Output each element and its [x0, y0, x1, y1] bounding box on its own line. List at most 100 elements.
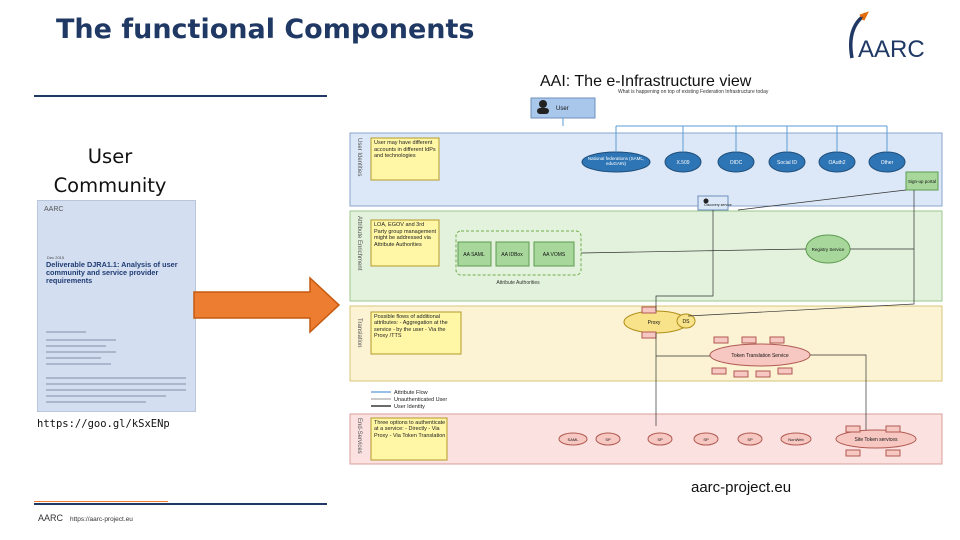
svg-text:SAML: SAML — [568, 437, 580, 442]
site-link[interactable]: aarc-project.eu — [691, 479, 792, 496]
slide-title: The functional Components — [56, 14, 475, 45]
aa-label: Attribute Authorities — [496, 280, 540, 286]
svg-text:Sign-up portal: Sign-up portal — [908, 179, 936, 184]
sts-tag — [845, 449, 861, 457]
sts-tag — [885, 425, 901, 433]
end-service-saml: SAML — [558, 432, 588, 446]
svg-text:SP: SP — [747, 437, 753, 442]
flow-lines — [580, 189, 915, 436]
svg-text:OIDC: OIDC — [730, 160, 743, 166]
identity-source-oidc: OIDC — [717, 151, 755, 173]
doc-text-line — [46, 357, 101, 359]
doc-text-line — [46, 339, 116, 341]
aarc-logo: AARC — [849, 11, 925, 63]
end-service-sp-2: SP — [647, 432, 673, 446]
doc-text-line — [46, 331, 86, 333]
end-service-nonweb: NonWeb — [780, 432, 812, 446]
token-translation-service: Token Translation Service — [709, 343, 811, 367]
user-icon-body — [537, 108, 549, 114]
identity-source-other: Other — [868, 151, 906, 173]
svg-text:OAuth2: OAuth2 — [829, 160, 846, 166]
svg-text:Social ID: Social ID — [777, 160, 797, 166]
e-infrastructure-diagram: AAI: The e-Infrastructure view What is h… — [349, 73, 943, 465]
doc-text-line — [46, 401, 146, 403]
signup-portal: Sign-up portal — [905, 171, 939, 191]
doc-text-line — [46, 351, 116, 353]
svg-text:DS: DS — [683, 319, 691, 325]
note-endservices-text: Three options to authenticate at a servi… — [374, 420, 446, 439]
note-translation — [370, 311, 462, 355]
identity-source-social: Social ID — [768, 151, 806, 173]
layer-label-enrichment: Attribute Enrichment — [356, 216, 362, 271]
svg-text:Registry Service: Registry Service — [812, 247, 845, 252]
diagram-subtitle: What is happening on top of existing Fed… — [618, 89, 769, 95]
svg-text:X.509: X.509 — [676, 160, 689, 166]
proxy-tag-bottom — [641, 331, 657, 339]
svg-text:SP: SP — [657, 437, 663, 442]
layer-label-translation: Translation — [356, 318, 362, 347]
footer-url[interactable]: https://aarc-project.eu — [70, 516, 133, 523]
proxy-tag-top — [641, 306, 657, 314]
legend: Attribute Flow Unauthenticated User User… — [371, 390, 447, 410]
svg-text:Token Translation Service: Token Translation Service — [731, 353, 788, 359]
doc-text-line — [46, 395, 166, 397]
note-identities — [370, 137, 440, 181]
doc-date: Dec 2015 — [47, 255, 65, 260]
sts-tag — [885, 449, 901, 457]
end-service-sp-3: SP — [693, 432, 719, 446]
short-link[interactable]: https://goo.gl/kSxENp — [37, 418, 170, 430]
end-service-sp-1: SP — [595, 432, 621, 446]
note-translation-text: Possible flows of additional attributes:… — [374, 314, 448, 339]
svg-text:NonWeb: NonWeb — [788, 437, 804, 442]
deliverable-document-thumbnail[interactable]: AARC Dec 2015 Deliverable DJRA1.1: Analy… — [37, 200, 196, 412]
svg-text:Other: Other — [881, 160, 894, 166]
svg-text:Attribute Flow: Attribute Flow — [394, 390, 428, 396]
aa-voms: AA VOMS — [533, 241, 575, 267]
registry-service: Registry Service — [805, 234, 851, 264]
identity-source-x509: X.509 — [664, 151, 702, 173]
svg-text:Site Token services: Site Token services — [855, 437, 898, 443]
doc-text-line — [46, 389, 186, 391]
tts-tag — [711, 367, 727, 375]
note-enrichment-text: LOA, EGOV and 3rd Party group management… — [374, 222, 437, 248]
svg-text:AA VOMS: AA VOMS — [543, 252, 566, 258]
site-token-services: Site Token services — [835, 429, 917, 449]
doc-text-line — [46, 383, 186, 385]
discovery-service: Discovery service — [697, 195, 732, 211]
user-label: User — [556, 106, 569, 112]
layer-label-endservices: End-Services — [356, 418, 362, 454]
layer-label-identities: User Identities — [356, 138, 362, 176]
title-underline — [34, 95, 327, 97]
tts-tag — [741, 336, 757, 344]
arrow-user-to-sources — [562, 118, 888, 152]
end-service-sp-4: SP — [737, 432, 763, 446]
svg-text:SP: SP — [605, 437, 611, 442]
ds-node: DS — [676, 313, 696, 329]
tts-tag — [713, 336, 729, 344]
aa-group — [455, 230, 582, 276]
svg-text:AA IDBox: AA IDBox — [501, 252, 523, 258]
svg-text:Proxy: Proxy — [648, 320, 661, 326]
doc-title: Deliverable DJRA1.1: Analysis of user co… — [46, 260, 178, 285]
right-arrow-icon — [193, 276, 341, 334]
doc-logo: AARC — [44, 206, 64, 213]
tts-tag — [755, 370, 771, 378]
svg-text:Discovery service: Discovery service — [704, 203, 731, 207]
user-icon — [539, 100, 547, 108]
footer-logo: AARC — [38, 513, 64, 523]
note-identities-text: User may have different accounts in diff… — [374, 140, 436, 159]
tts-tag — [777, 367, 793, 375]
aa-idbox: AA IDBox — [495, 241, 530, 267]
tts-tag — [733, 370, 749, 378]
diagram-title: AAI: The e-Infrastructure view — [540, 73, 752, 90]
aa-saml: AA SAML — [457, 241, 492, 267]
note-endservices — [370, 417, 448, 461]
doc-text-line — [46, 345, 106, 347]
logo-text: AARC — [858, 36, 925, 63]
note-enrichment — [370, 219, 440, 267]
svg-text:SP: SP — [703, 437, 709, 442]
footer-rule-accent — [34, 501, 168, 502]
svg-text:Unauthenticated User: Unauthenticated User — [394, 397, 447, 403]
doc-text-line — [46, 377, 186, 379]
identity-source-oauth2: OAuth2 — [818, 151, 856, 173]
